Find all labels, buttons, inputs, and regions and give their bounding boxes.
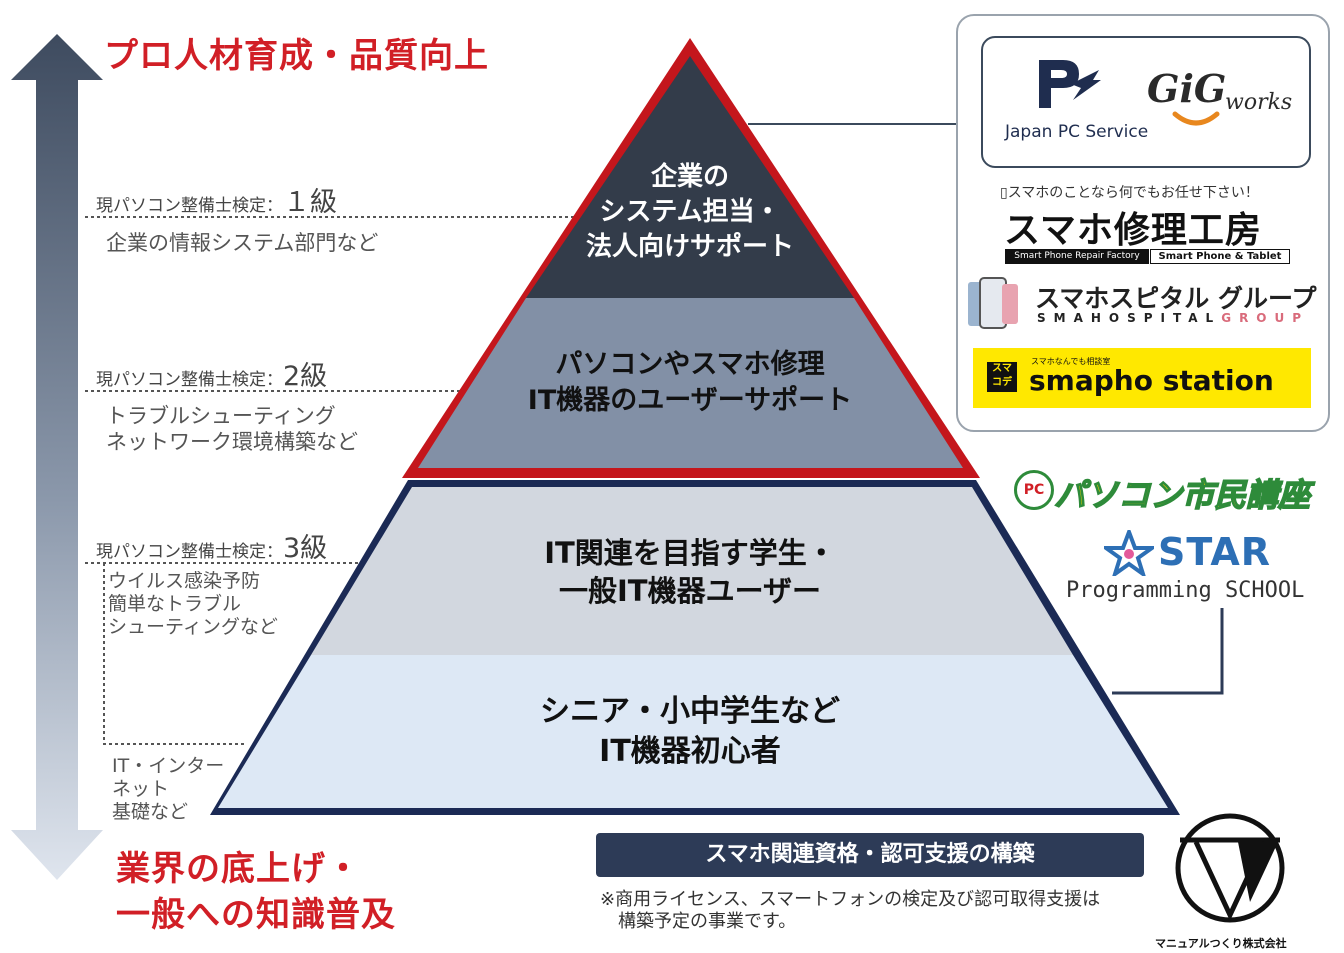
tier-1-band	[526, 56, 854, 298]
gig-smile-icon	[1172, 111, 1220, 126]
pc-school-logo-text: パソコン市民講座	[1053, 475, 1311, 515]
pc-school-badge-icon: PC	[1014, 470, 1054, 510]
jpc-gig-logo-box: Japan PC Service GiG works	[981, 36, 1311, 168]
smahospital-phone-icon	[968, 277, 1018, 329]
level-2-label: 現パソコン整備士検定：2級	[96, 361, 328, 392]
top-heading: プロ人材育成・品質向上	[104, 36, 489, 76]
smapho-repair-sub2: Smart Phone & Tablet	[1150, 249, 1290, 264]
level-1-grade: １級	[283, 187, 337, 218]
level-1-desc: 企業の情報システム部門など	[106, 231, 379, 255]
phone-small-icon: ▯	[1000, 185, 1008, 201]
smapho-station-text: smapho station	[1029, 364, 1274, 397]
smapho-station-logo: スマ コデ スマホなんでも相談室 smapho station	[973, 348, 1311, 408]
jpc-mark-icon	[1039, 60, 1101, 108]
star-logo-text: STAR	[1158, 530, 1272, 574]
star-subtitle: Programming SCHOOL	[1066, 578, 1305, 603]
bottom-heading: 業界の底上げ・ 一般への知識普及	[116, 849, 396, 935]
support-title-banner: スマホ関連資格・認可支援の構築	[596, 833, 1144, 877]
tier-3-text: IT関連を目指す学生・ 一般IT機器ユーザー	[544, 536, 836, 608]
tier-4-text: シニア・小中学生など IT機器初心者	[540, 694, 840, 769]
tier-2-text: パソコンやスマホ修理 IT機器のユーザーサポート	[527, 349, 853, 416]
level-4-desc: IT・インター ネット 基礎など	[112, 755, 225, 823]
gig-logo-text: GiG	[1147, 66, 1227, 111]
smahospital-jp: スマホスピタル グループ	[1035, 284, 1317, 313]
star-logo-icon	[1104, 530, 1154, 576]
tier-4-band	[218, 655, 1168, 808]
smapho-repair-sub1: Smart Phone Repair Factory	[1005, 249, 1149, 264]
level-3-desc: ウイルス感染予防 簡単なトラブル シューティングなど	[108, 570, 278, 638]
connector-bottom	[1112, 608, 1224, 695]
level-2-desc: トラブルシューティング ネットワーク環境構築など	[106, 404, 358, 454]
smapho-repair-tag: ▯スマホのことなら何でもお任せ下さい！	[1000, 185, 1259, 201]
level-1-label: 現パソコン整備士検定：１級	[96, 187, 337, 218]
tier-3-band	[311, 487, 1073, 655]
smahospital-en: SMAHOSPITALGROUP	[1037, 311, 1310, 325]
tier-2-band	[418, 298, 963, 468]
smapho-station-small: スマホなんでも相談室	[1031, 357, 1111, 366]
scale-arrow	[11, 34, 103, 880]
level-3-label: 現パソコン整備士検定：3級	[96, 533, 328, 564]
company-logo-icon	[1175, 813, 1285, 923]
smapho-station-icon: スマ コデ	[987, 362, 1017, 392]
support-note: ※商用ライセンス、スマートフォンの検定及び認可取得支援は 構築予定の事業です。	[600, 889, 1101, 932]
company-name: マニュアルつくり株式会社	[1155, 937, 1287, 950]
smapho-repair-title: スマホ修理工房	[1004, 210, 1262, 251]
level-guides	[85, 216, 586, 745]
level-2-grade: 2級	[283, 361, 328, 392]
tier-1-text: 企業の システム担当・ 法人向けサポート	[585, 162, 794, 262]
level-3-grade: 3級	[283, 533, 328, 564]
gig-works-text: works	[1225, 90, 1293, 115]
jpc-text: Japan PC Service	[1005, 122, 1149, 142]
